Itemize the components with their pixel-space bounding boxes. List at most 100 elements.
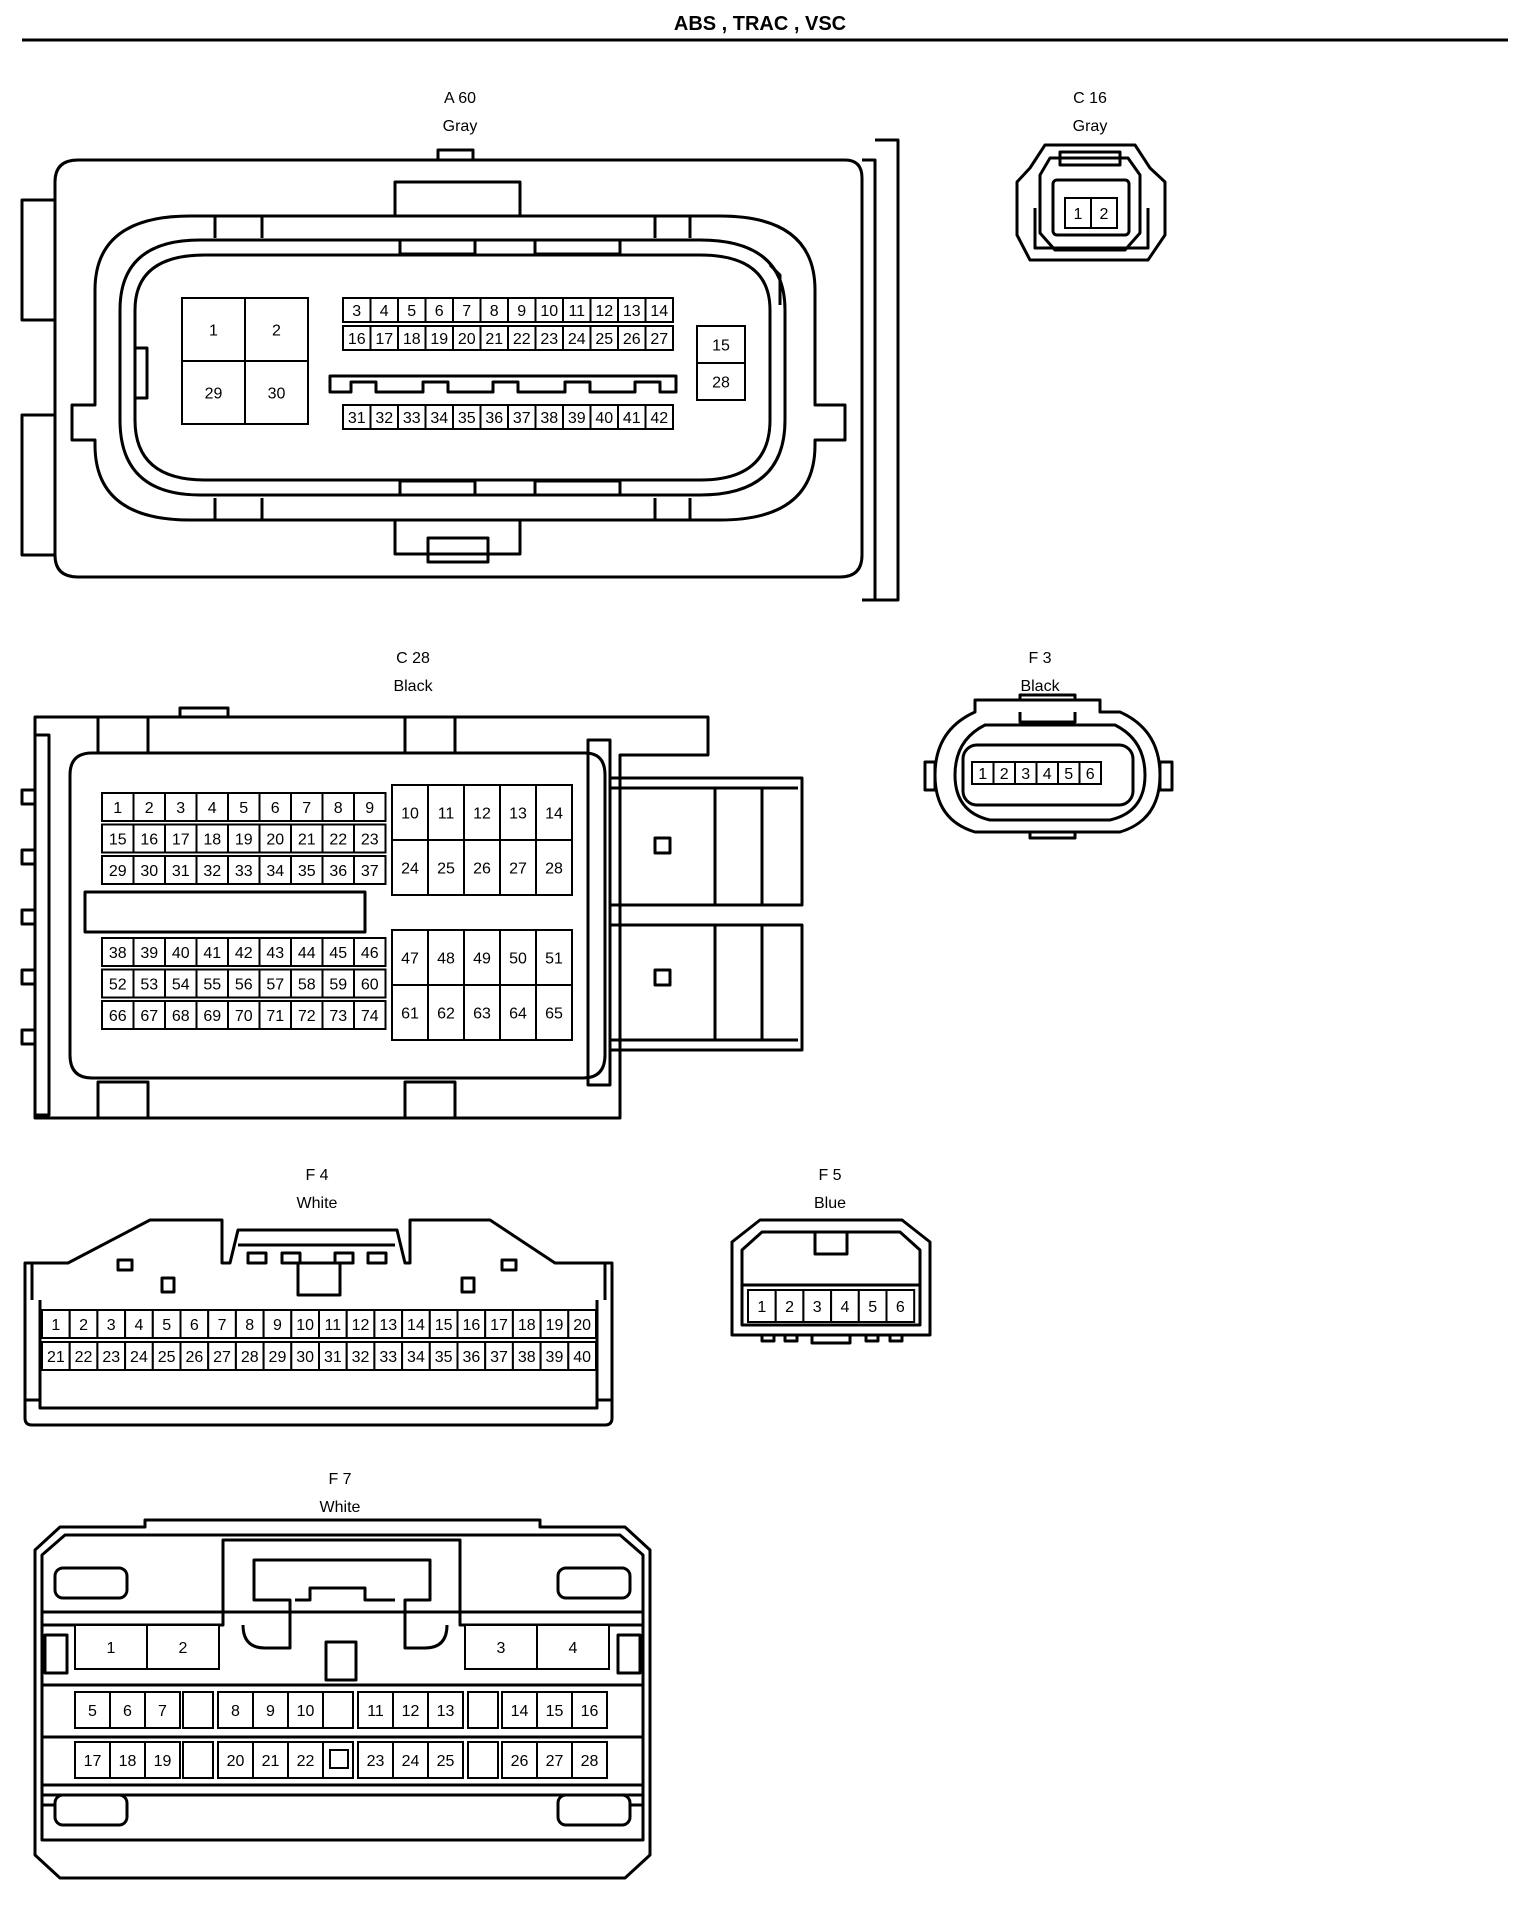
f4-pin-9: 9 [262,1309,293,1339]
c28-pin-3: 3 [164,792,198,822]
f4-pin-1: 1 [41,1309,71,1339]
c28-pin-18: 18 [195,823,229,854]
pin-label: 4 [569,1640,578,1657]
pin-label: 51 [545,951,563,968]
pin-label: 62 [437,1006,455,1023]
a60-pin-14: 14 [644,297,674,323]
a60-pin-12: 12 [589,297,619,323]
c28-pin-7: 7 [290,792,324,822]
pin-label: 2 [145,800,154,817]
a60-pin-37: 37 [507,404,537,430]
a60-pin-36: 36 [479,404,509,430]
pin-label: 14 [650,303,668,320]
a60-pin-4: 4 [369,297,399,323]
pin-label: 38 [109,945,127,962]
c28-pin-21: 21 [290,823,324,854]
f3-pin-6: 6 [1078,761,1102,785]
c28-pin-33: 33 [227,855,261,885]
c28-pin-44: 44 [290,937,324,967]
pin-label: 32 [203,863,221,880]
f4-pin-36: 36 [456,1341,487,1371]
pin-label: 8 [245,1317,254,1334]
pin-label: 42 [235,945,253,962]
pin-label: 4 [134,1317,143,1334]
f7-pin-3: 3 [464,1624,538,1670]
pin-label: 18 [119,1753,137,1770]
connector-a60: A 60 Gray [20,90,900,602]
c16-housing [1015,143,1167,262]
a60-pin-35: 35 [452,404,482,430]
pin-label: 22 [75,1349,93,1366]
f4-pin-39: 39 [539,1341,570,1371]
f7-pin-4: 4 [536,1624,610,1670]
pin-label: 40 [595,410,613,427]
a60-pin-32: 32 [369,404,399,430]
pin-label: 57 [266,977,284,994]
c28-pin-70: 70 [227,1000,261,1030]
pin-label: 24 [402,1753,420,1770]
c28-pin-46: 46 [353,937,387,967]
f5-pin-3: 3 [802,1289,833,1323]
pin-label: 71 [266,1008,284,1025]
pin-label: 3 [497,1640,506,1657]
c16-pin-2: 2 [1090,197,1118,229]
a60-code: A 60 [444,90,476,107]
pin-label: 20 [266,832,284,849]
c28-pin-49: 49 [463,929,501,986]
a60-pin-40: 40 [589,404,619,430]
c28-pin-34: 34 [258,855,292,885]
pin-label: 38 [540,410,558,427]
f7-color: White [320,1499,361,1516]
f4-pin-11: 11 [318,1309,348,1339]
pin-label: 25 [437,861,455,878]
c28-pin-28: 28 [535,839,573,896]
f4-pin-16: 16 [456,1309,487,1339]
c28-pin-37: 37 [353,855,387,885]
pin-label: 31 [324,1349,342,1366]
f4-pin-37: 37 [484,1341,514,1371]
pin-label: 1 [978,766,987,783]
f7-pin-28: 28 [571,1741,608,1779]
a60-color: Gray [443,118,478,135]
pin-label: 14 [511,1703,529,1720]
c28-pin-68: 68 [164,1000,198,1030]
c28-pin-8: 8 [321,792,355,822]
a60-pin-17: 17 [369,325,399,351]
pin-label: 10 [401,806,419,823]
pin-label: 2 [1000,766,1009,783]
pin-label: 5 [162,1317,171,1334]
a60-pin-11: 11 [562,297,592,323]
f7-pin-7: 7 [144,1691,181,1729]
c28-pin-15: 15 [101,823,135,854]
f7-pin-25: 25 [427,1741,464,1779]
pin-label: 5 [407,303,416,320]
pin-label: 31 [348,410,366,427]
pin-label: 33 [235,863,253,880]
pin-label: 6 [435,303,444,320]
pin-label: 17 [84,1753,102,1770]
f5-pin-4: 4 [830,1289,860,1323]
f7-key [329,1749,349,1769]
c28-pin-27: 27 [499,839,537,896]
pin-label: 38 [518,1349,536,1366]
f7-pin-9: 9 [252,1691,289,1729]
pin-label: 2 [785,1299,794,1316]
pin-label: 11 [438,806,455,823]
pin-label: 12 [595,303,613,320]
pin-label: 14 [545,806,563,823]
f4-pin-24: 24 [124,1341,154,1371]
pin-label: 36 [329,863,347,880]
pin-label: 7 [302,800,311,817]
pin-label: 4 [380,303,389,320]
a60-pin-41: 41 [617,404,647,430]
pin-label: 1 [113,800,122,817]
f7-pin-17: 17 [74,1741,111,1779]
f7-code: F 7 [328,1471,351,1488]
a60-pin-16: 16 [342,325,372,351]
pin-label: 23 [540,331,558,348]
pin-label: 26 [511,1753,529,1770]
c28-pin-64: 64 [499,984,537,1041]
